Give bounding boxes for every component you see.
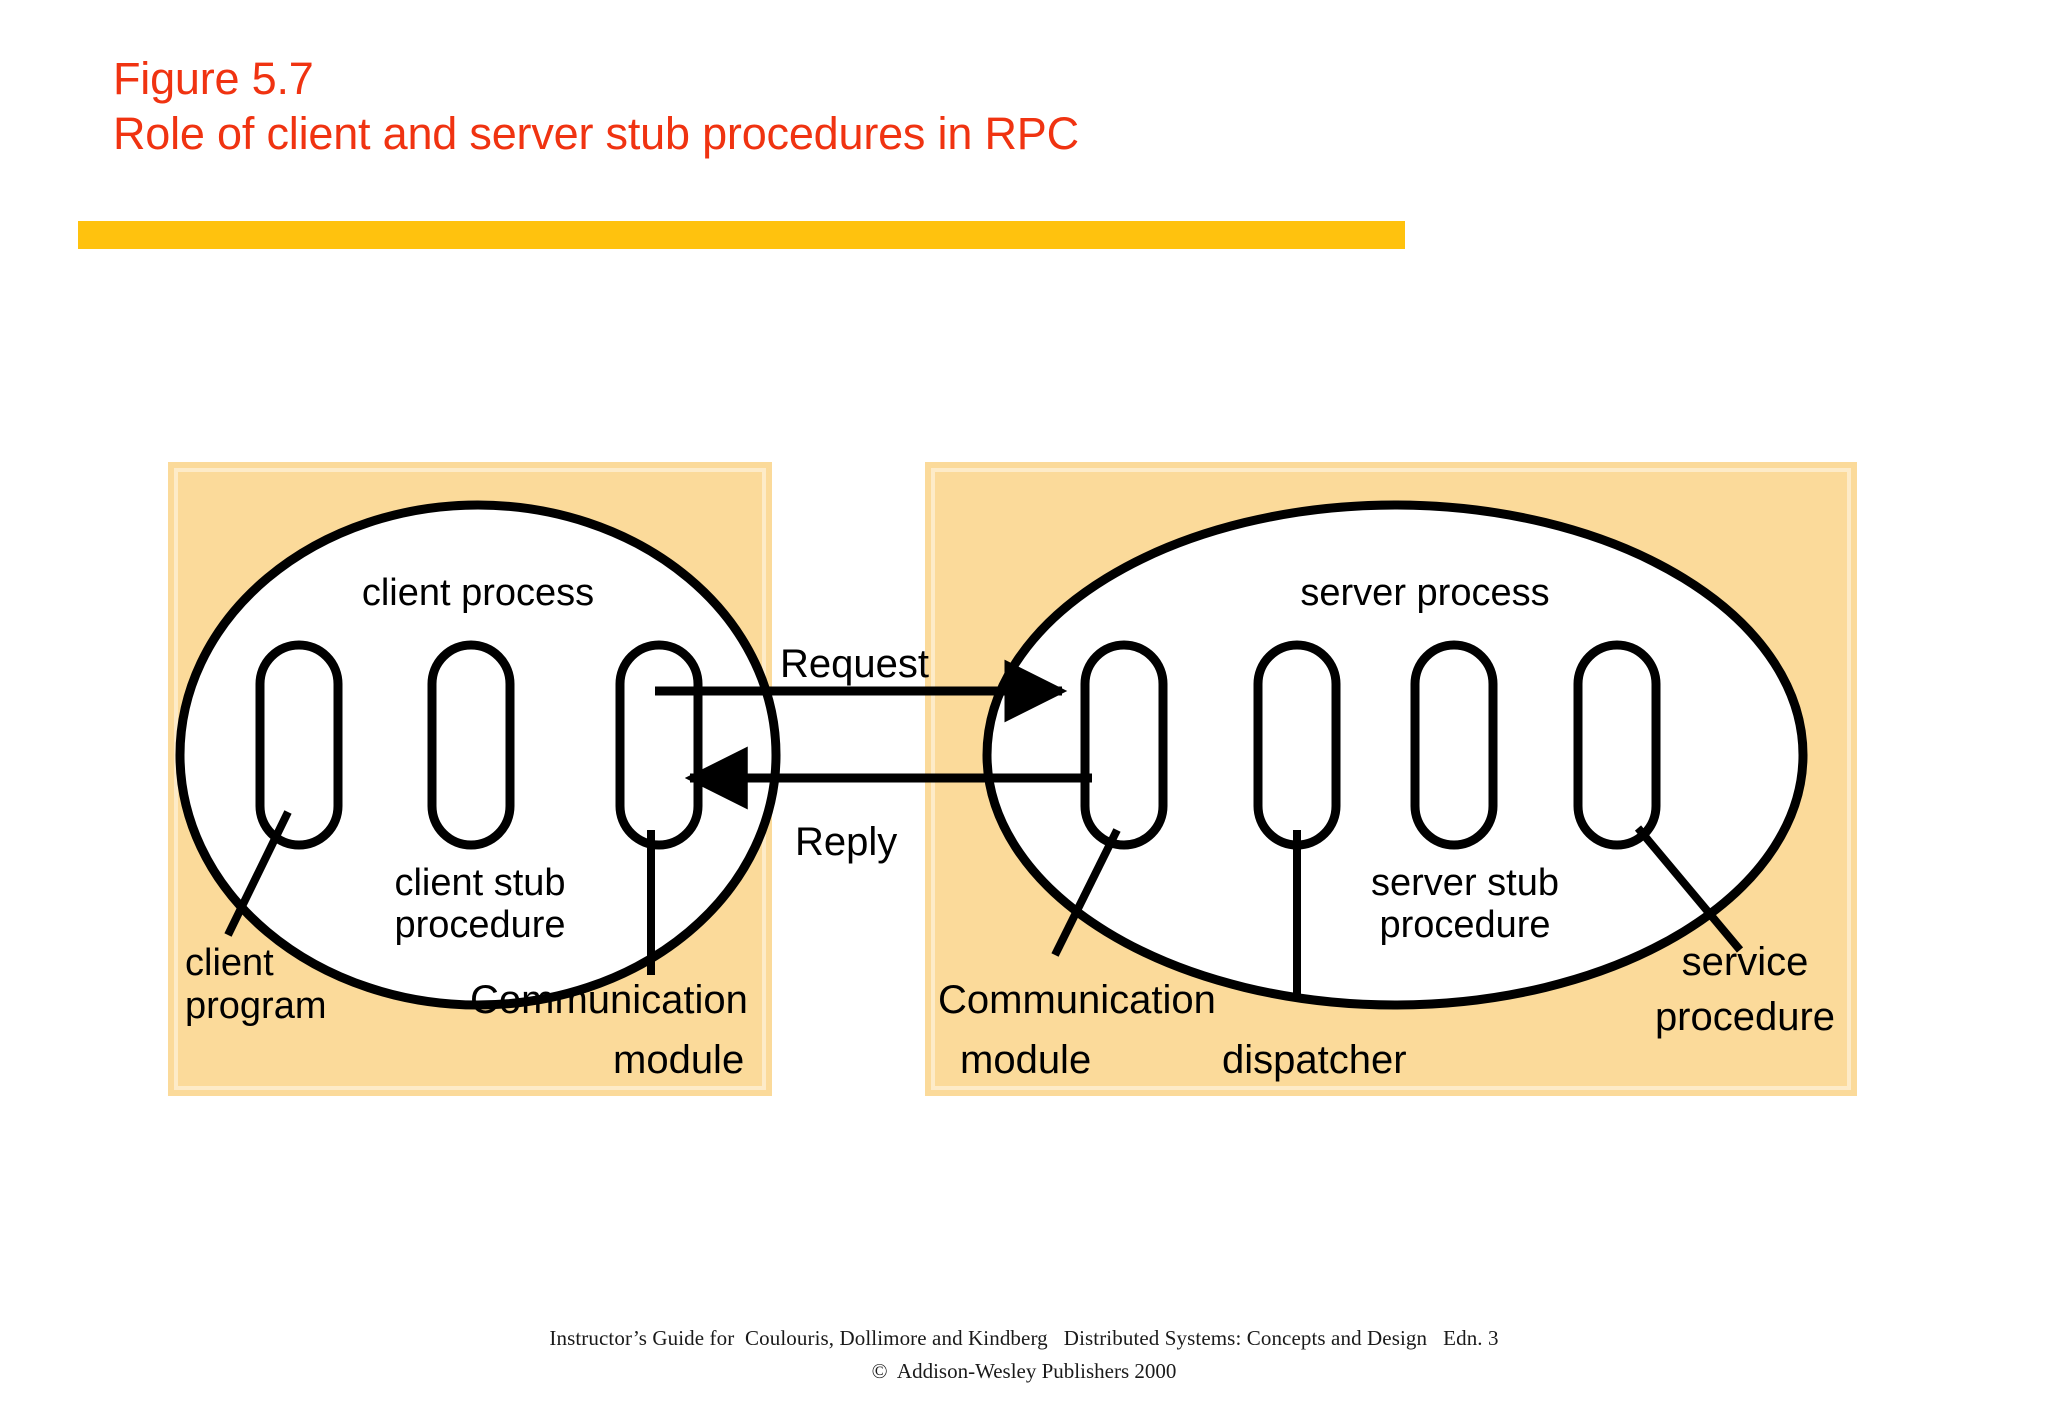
client-program-module [255, 640, 343, 850]
footer-copyright: © Addison-Wesley Publishers 2000 [871, 1359, 1177, 1383]
server-communication-module [1080, 640, 1168, 850]
client-communication-module [615, 640, 703, 850]
service-procedure-label-line2: procedure [1655, 995, 1835, 1039]
client-panel-inner-border [174, 468, 766, 1090]
server-panel-inner-border [931, 468, 1851, 1090]
client-stub-module [427, 640, 515, 850]
message-arrows: Request Reply [655, 642, 1092, 864]
service-procedure-label-line1: service [1682, 940, 1809, 984]
server-dispatcher-module [1253, 640, 1341, 850]
server-comm-label-line1: Communication [938, 978, 1216, 1022]
client-panel: client process client stub procedure cli… [168, 462, 781, 1096]
server-comm-label-line2: module [960, 1038, 1091, 1082]
slide-footer: Instructor’s Guide for Coulouris, Dollim… [0, 1326, 2048, 1384]
server-dispatcher-label: dispatcher [1222, 1038, 1407, 1082]
client-process-ellipse [175, 500, 781, 1010]
client-program-label-line2: program [185, 985, 327, 1027]
server-comm-leader-line [1051, 828, 1121, 957]
request-arrow-label: Request [780, 642, 929, 686]
client-panel-background [168, 462, 772, 1096]
footer-citation: Instructor’s Guide for Coulouris, Dollim… [549, 1326, 1499, 1350]
title-line-1: Figure 5.7 [113, 53, 314, 104]
server-process-label: server process [1300, 572, 1549, 614]
page-title: Figure 5.7 Role of client and server stu… [113, 52, 1079, 162]
client-stub-label-line2: procedure [394, 904, 565, 946]
client-stub-label-line1: client stub [394, 862, 565, 904]
reply-arrow-label: Reply [795, 820, 897, 864]
client-program-leader-line [224, 810, 292, 937]
server-stub-module [1410, 640, 1498, 850]
service-procedure-module [1573, 640, 1661, 850]
service-procedure-leader-line [1634, 825, 1744, 953]
server-panel: server process server stub procedure Com… [925, 462, 1857, 1096]
client-process-label: client process [362, 572, 594, 614]
server-stub-label-line2: procedure [1379, 904, 1550, 946]
client-comm-label-line1: Communication [470, 978, 748, 1022]
title-rule-bar [78, 221, 1405, 249]
client-comm-label-line2: module [613, 1038, 744, 1082]
server-stub-label-line1: server stub [1371, 862, 1559, 904]
client-program-label-line1: client [185, 942, 274, 984]
server-process-ellipse [982, 500, 1808, 1010]
title-line-2: Role of client and server stub procedure… [113, 107, 1079, 159]
server-panel-background [925, 462, 1857, 1096]
